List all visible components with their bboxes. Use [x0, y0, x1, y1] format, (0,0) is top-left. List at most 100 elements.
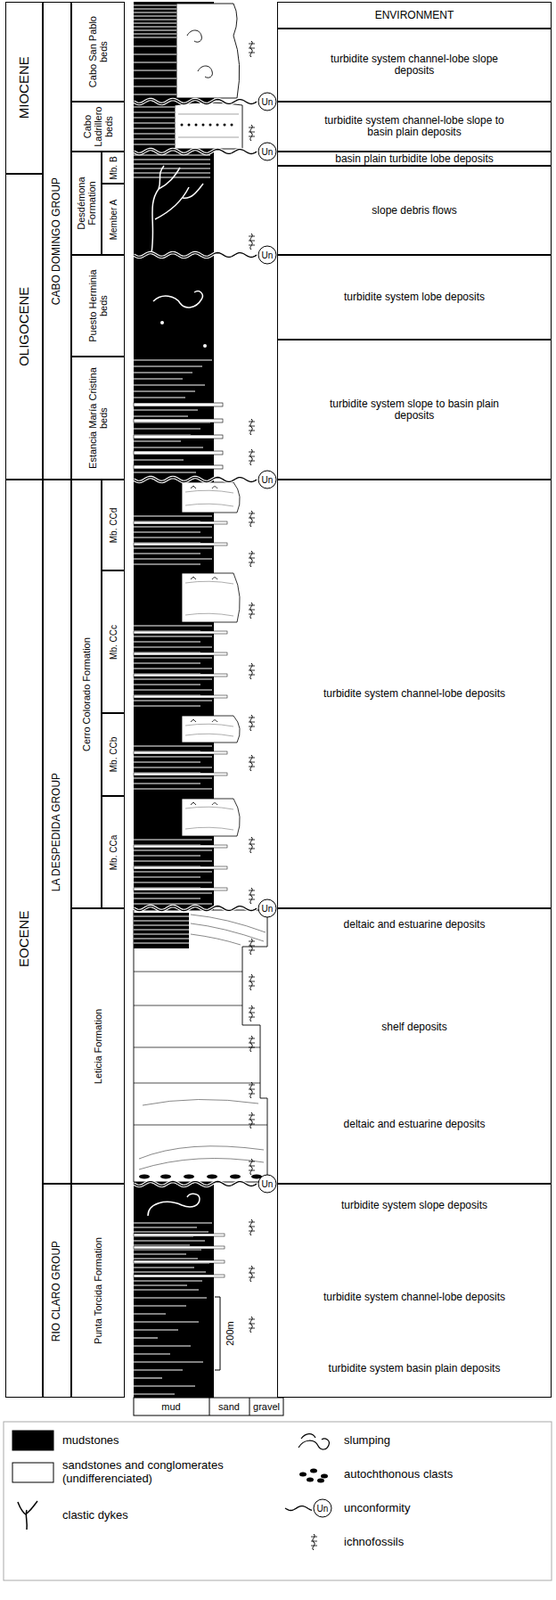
member-box: Member A [101, 183, 125, 255]
unconformity-symbol [258, 92, 277, 111]
unit-name: Mb. CCa [108, 799, 119, 905]
member-box: Mb. CCc [101, 570, 125, 713]
member-box: Mb. CCd [101, 479, 125, 571]
ichnofossil-symbol [248, 605, 255, 614]
sandstone-bed [133, 1312, 166, 1314]
sandstone-bed [133, 1288, 199, 1290]
legend-text: mudstones [62, 1433, 268, 1448]
sandstone-bed [133, 640, 201, 642]
ichnofossil-symbol [248, 451, 255, 461]
sandstone-bed [133, 1239, 205, 1241]
header-box: ENVIRONMENT [277, 1, 552, 29]
sandstone-bed [133, 662, 201, 663]
ichnofossil-symbol [248, 938, 255, 955]
ichnofossil-symbol [248, 233, 255, 250]
sandstone-bed [133, 652, 228, 655]
sandstone-bed [133, 143, 175, 145]
axis-label: gravel [253, 1400, 280, 1412]
unit-name: Mb. CCb [108, 716, 119, 793]
environment-text: basin plain turbidite lobe deposits [311, 153, 517, 165]
slump-symbol [197, 65, 213, 78]
environment-box: slope debris flows [277, 165, 552, 255]
sandstone-bed [133, 1248, 202, 1250]
sandstone-bed [133, 859, 213, 861]
sandstone-bed [133, 635, 213, 637]
legend-text: clastic dykes [62, 1508, 268, 1522]
sandstone-bed [133, 1352, 171, 1354]
unconformity-tag: Un [261, 903, 274, 914]
unconformity-tag: Un [317, 1503, 329, 1513]
gravel-dot [188, 123, 191, 127]
clast-dot [203, 343, 207, 348]
ichnofossil-symbol [248, 754, 255, 771]
bedding-line [133, 1046, 261, 1048]
scale-label: 200m [224, 1320, 236, 1346]
lamination [185, 503, 234, 507]
unconformity-line [133, 906, 257, 911]
sandstone-bed [133, 365, 203, 367]
sandstone-bed [133, 4, 177, 6]
environment-text: turbidite system channel-lobe slope to b… [311, 114, 517, 139]
ichnofossil-symbol [248, 665, 255, 675]
sandstone-bed [133, 69, 177, 71]
trace-mark [212, 577, 218, 580]
environment-box: basin plain turbidite lobe deposits [277, 151, 552, 166]
ichnofossil-symbol [248, 757, 255, 767]
unconformity-line [133, 253, 257, 258]
sandstone-bed [133, 77, 177, 79]
sandstone-bed [133, 673, 228, 677]
legend-text: autochthonous clasts [343, 1467, 549, 1481]
sandstone-bed [133, 688, 213, 690]
clast-symbol [306, 1477, 314, 1482]
legend-text: slumping [343, 1433, 549, 1448]
sandstone-bed [133, 1221, 213, 1223]
legend-text: ichnofossils [343, 1535, 549, 1549]
sandstone-bed [133, 557, 213, 559]
lamination [185, 733, 234, 736]
bedding-line [133, 1005, 243, 1006]
unconformity-line [133, 149, 257, 155]
mudstone-bed [133, 912, 189, 949]
environment-box: turbidite system slope depositsturbidite… [277, 1183, 552, 1398]
sandstone-bed [133, 106, 175, 107]
sandstone-bed [133, 1266, 195, 1268]
sandstone-bed [133, 1376, 163, 1378]
cross-bedding [139, 1158, 264, 1170]
sandstone-bed [133, 1304, 187, 1306]
sandstone-bed [133, 772, 228, 776]
unit-name: Mb. B [108, 155, 119, 180]
sandstone-bed [133, 446, 204, 448]
unconformity-tag: Un [261, 1178, 274, 1189]
sandstone-body [176, 3, 240, 99]
sandstone-bed [133, 751, 228, 754]
ichnofossil-symbol [248, 1084, 255, 1094]
ichnofossil-symbol [248, 839, 255, 849]
unconformity-tag: Un [261, 250, 274, 261]
sandstone-bed [133, 563, 201, 565]
sandstone-bed [133, 542, 228, 546]
sandstone-bed [133, 919, 189, 921]
sandstone-bed [133, 427, 201, 429]
ichnofossil-symbol [248, 1035, 255, 1052]
ichnofossil-symbol [248, 1114, 255, 1124]
formation-box: Punta Torcida Formation [71, 1183, 125, 1398]
clast-symbol [310, 1468, 318, 1473]
sandstone-bed [133, 1336, 158, 1338]
sandstone-bed [133, 630, 228, 634]
group-box: CABO DOMINGO GROUP [42, 1, 72, 480]
sandstone-bed [133, 782, 201, 784]
sandstone-bed [133, 434, 223, 439]
sandstone-bed [133, 93, 177, 95]
sandstone-bed [133, 29, 177, 31]
ichnofossil-symbol [248, 124, 255, 141]
ichnofossil-symbol [248, 553, 255, 563]
sandstone-bed [133, 695, 228, 698]
sandstone-bed [133, 678, 213, 679]
sandstone-bed [133, 1245, 225, 1249]
environment-text: turbidite system channel-lobe slope depo… [311, 53, 517, 77]
clast-symbol [320, 1473, 328, 1479]
lamination [185, 580, 234, 584]
sandstone-bed [133, 1274, 225, 1277]
sandstone-bed [133, 1233, 225, 1236]
